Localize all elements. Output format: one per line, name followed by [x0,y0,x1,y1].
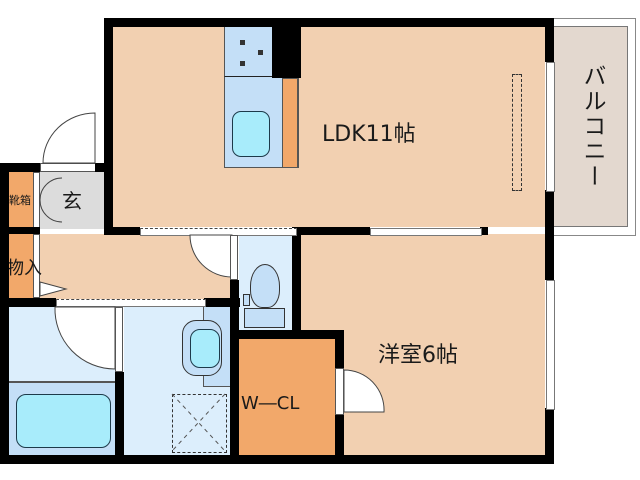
wall [0,163,40,172]
stove-burner-icon [258,50,263,55]
kitchen-pillar [272,27,301,78]
washroom-door-swing[interactable] [54,306,117,371]
wall [0,298,56,307]
washroom-door-jamb [115,307,123,372]
wall [335,415,344,460]
shoe-cabinet-door-swing[interactable] [39,172,64,228]
wall [0,163,9,463]
ldk-room [113,27,545,227]
wall [545,190,554,280]
walk-in-closet [239,338,335,455]
bathtub [16,394,111,448]
closet-label: 物入 [6,258,42,279]
wall [104,18,113,235]
western-room-label: 洋室6帖 [378,343,458,368]
toilet-bowl [250,264,280,308]
lavatory-door-jamb [230,235,238,280]
entrance-door-swing[interactable] [40,110,96,164]
wall [0,455,554,464]
shoe-cabinet-label: 靴箱 [9,194,31,207]
wall [9,381,115,383]
balcony [553,26,628,227]
lavatory-door-swing[interactable] [188,234,233,281]
wall [230,330,344,339]
shoe-cabinet-edge [33,172,40,229]
refrigerator-space [512,74,522,191]
washbasin [190,329,220,368]
wall [104,18,552,27]
closet-edge [33,234,40,298]
wall [0,227,40,234]
entrance-label: 玄 [62,189,82,213]
kitchen-sink [232,111,270,157]
wall [295,227,370,235]
kitchen-stove-area [224,27,272,77]
washing-machine-cross-icon [171,393,226,452]
toilet-tank [244,308,285,328]
walk-in-closet-label: W―CL [241,393,300,414]
wall [115,372,124,460]
ldk-label: LDK11帖 [322,122,416,147]
kitchen-back-shelf [282,78,298,168]
walk-in-closet-door-jamb [335,368,344,415]
wall [292,227,301,339]
closet-door-swing[interactable] [39,280,70,298]
wall [480,227,488,235]
wall [545,408,554,464]
wall [545,18,554,62]
western-room-window[interactable] [546,280,555,410]
wall [335,330,344,370]
stove-burner-icon [240,61,245,66]
wall [104,227,140,235]
wall [204,298,240,307]
washing-machine-space [172,394,227,453]
western-room-sliding-door[interactable] [370,228,482,236]
wall [95,163,113,172]
walk-in-closet-door-swing[interactable] [343,368,386,414]
closet [9,234,33,298]
toilet-paper-holder [243,294,250,306]
shoe-cabinet [9,172,33,229]
wall [230,280,239,460]
stove-burner-icon [240,40,245,45]
balcony-label: バルコニー [579,64,605,189]
washroom-sliding-door[interactable] [56,299,206,307]
ldk-window[interactable] [546,62,555,192]
